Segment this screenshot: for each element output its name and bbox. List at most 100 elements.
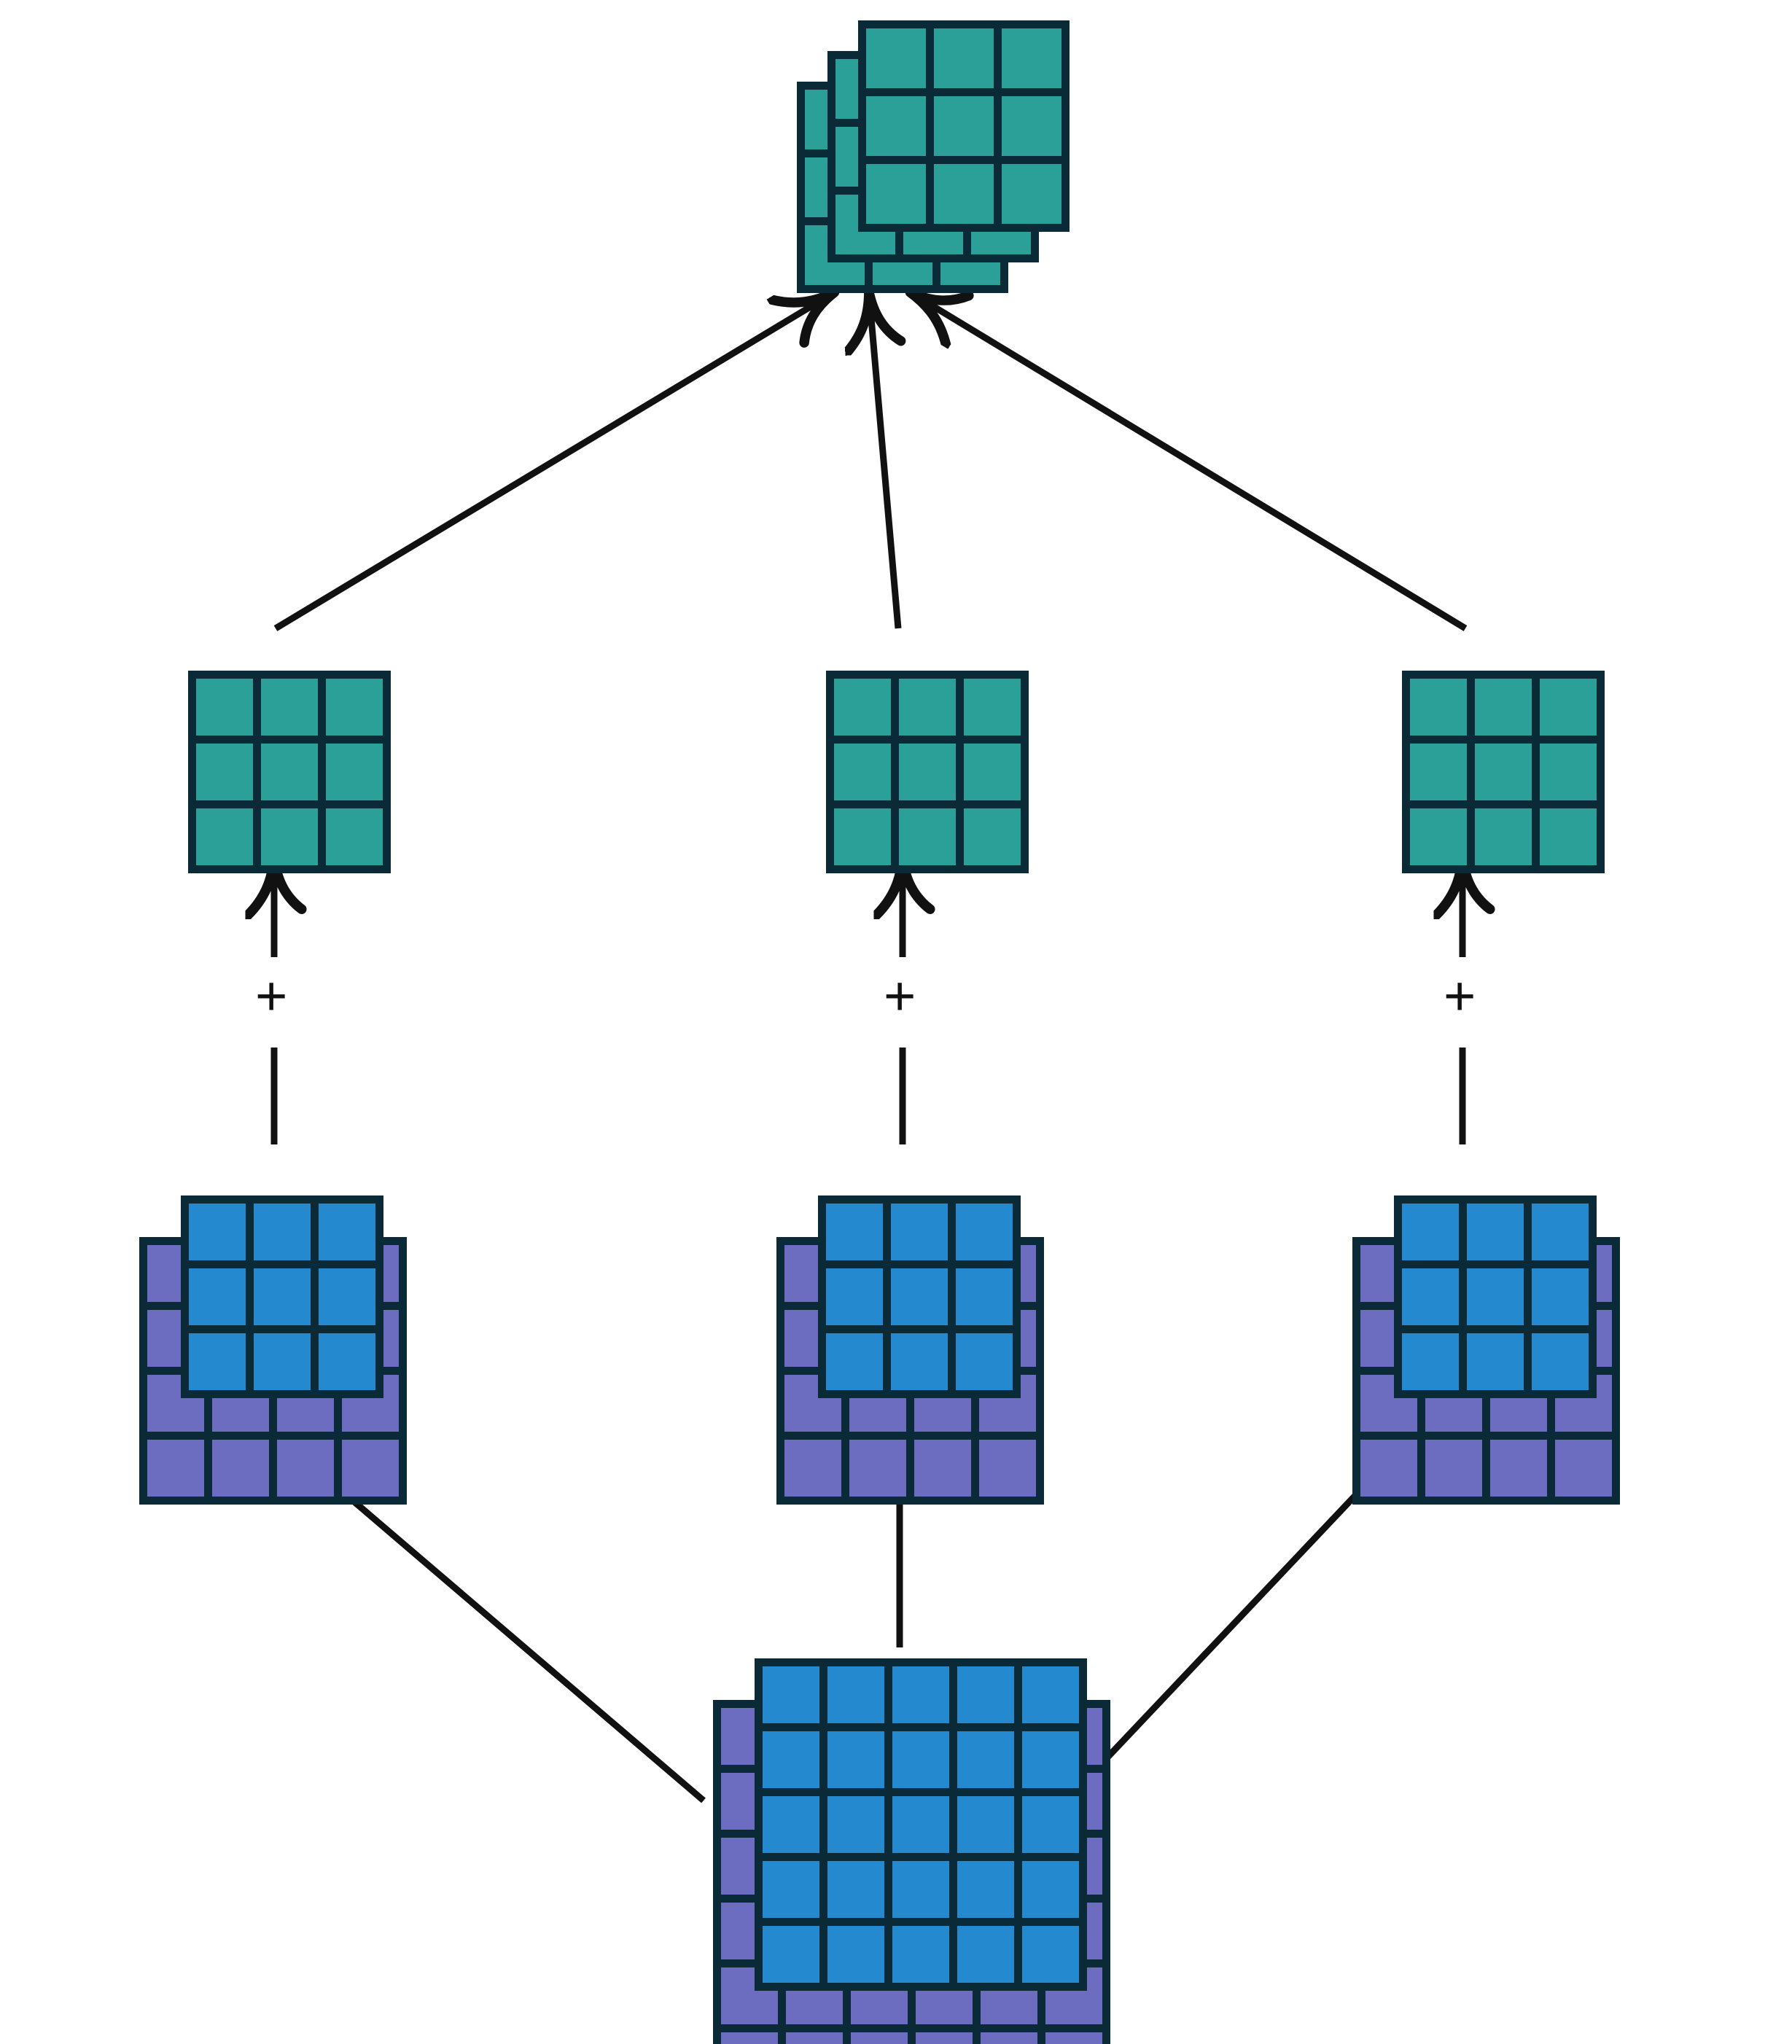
grid-cell — [1360, 1440, 1417, 1497]
grid-cell — [1532, 1268, 1589, 1325]
grid-cell — [326, 679, 383, 736]
grid-cell — [1022, 1731, 1079, 1788]
grid-cell — [1022, 1666, 1079, 1723]
grid-cell — [1002, 96, 1061, 156]
grid-cell — [196, 744, 253, 800]
grid-cell — [916, 2032, 973, 2044]
grid-cell — [319, 1333, 375, 1390]
grid-cell — [277, 1440, 334, 1497]
grid-cell — [326, 808, 383, 865]
grid-cell — [1022, 1861, 1079, 1918]
grid-cell — [892, 1666, 949, 1723]
grid-cell — [763, 1796, 819, 1853]
grid-cell — [1402, 1268, 1459, 1325]
grid-cell — [763, 1666, 819, 1723]
branch-output-grid-3 — [1402, 671, 1605, 873]
grid-cell — [254, 1204, 311, 1260]
arrow-branch3-to-output — [911, 293, 1468, 631]
grid-cell — [892, 1861, 949, 1918]
grid-cell — [934, 28, 994, 88]
grid-cell — [1410, 808, 1467, 865]
grid-cell — [1475, 808, 1532, 865]
grid-cell — [189, 1204, 246, 1260]
grid-cell — [261, 808, 318, 865]
grid-cell — [866, 28, 926, 88]
grid-cell — [147, 1440, 204, 1497]
grid-cell — [721, 2032, 778, 2044]
grid-cell — [956, 1333, 1013, 1390]
stack-layer-3 — [858, 20, 1070, 232]
grid-cell — [964, 679, 1021, 736]
grid-cell — [851, 2032, 908, 2044]
grid-cell — [196, 808, 253, 865]
grid-cell — [1467, 1333, 1524, 1390]
grid-cell — [957, 1861, 1014, 1918]
grid-cell — [827, 1731, 884, 1788]
grid-cell — [1555, 1440, 1612, 1497]
grid-cell — [964, 744, 1021, 800]
grid-cell — [892, 1796, 949, 1853]
grid-cell — [957, 1731, 1014, 1788]
arrow-branch2-to-output — [869, 293, 898, 629]
grid-cell — [786, 2032, 843, 2044]
grid-cell — [827, 1926, 884, 1983]
grid-cell — [866, 164, 926, 224]
grid-cell — [763, 1731, 819, 1788]
grid-cell — [261, 744, 318, 800]
grid-cell — [849, 1440, 906, 1497]
feature-grid — [181, 1195, 383, 1398]
grid-cell — [899, 679, 956, 736]
grid-cell — [866, 96, 926, 156]
grid-cell — [254, 1333, 311, 1390]
grid-cell — [834, 808, 891, 865]
grid-cell — [1540, 744, 1597, 800]
grid-cell — [834, 744, 891, 800]
plus-icon: + — [255, 965, 288, 1027]
grid-cell — [1425, 1440, 1482, 1497]
grid-cell — [1532, 1333, 1589, 1390]
grid-cell — [956, 1204, 1013, 1260]
grid-cell — [1410, 744, 1467, 800]
grid-cell — [899, 808, 956, 865]
grid-cell — [914, 1440, 971, 1497]
grid-cell — [891, 1204, 948, 1260]
feature-grid — [818, 1195, 1021, 1398]
grid-cell — [1475, 679, 1532, 736]
grid-cell — [763, 1926, 819, 1983]
grid-cell — [1490, 1440, 1547, 1497]
grid-cell — [326, 744, 383, 800]
grid-cell — [826, 1204, 883, 1260]
grid-cell — [1045, 2032, 1102, 2044]
grid-cell — [1475, 744, 1532, 800]
branch-output-grid-1 — [188, 671, 391, 873]
grid-cell — [1540, 679, 1597, 736]
grid-cell — [957, 1666, 1014, 1723]
grid-cell — [342, 1440, 399, 1497]
grid-cell — [1402, 1204, 1459, 1260]
grid-cell — [891, 1333, 948, 1390]
grid-cell — [196, 679, 253, 736]
grid-cell — [189, 1268, 246, 1325]
grid-cell — [1022, 1796, 1079, 1853]
grid-cell — [827, 1666, 884, 1723]
grid-cell — [1402, 1333, 1459, 1390]
grid-cell — [1022, 1926, 1079, 1983]
grid-cell — [784, 1440, 841, 1497]
grid-cell — [892, 1731, 949, 1788]
grid-cell — [212, 1440, 269, 1497]
grid-cell — [254, 1268, 311, 1325]
arrow-branch1-to-output — [273, 293, 833, 631]
grid-cell — [826, 1268, 883, 1325]
grid-cell — [979, 1440, 1036, 1497]
grid-cell — [1410, 679, 1467, 736]
plus-icon: + — [1444, 965, 1476, 1027]
grid-cell — [981, 2032, 1037, 2044]
grid-cell — [827, 1861, 884, 1918]
grid-cell — [1002, 28, 1061, 88]
grid-cell — [827, 1796, 884, 1853]
grid-cell — [964, 808, 1021, 865]
grid-cell — [934, 164, 994, 224]
grid-cell — [1532, 1204, 1589, 1260]
grid-cell — [957, 1926, 1014, 1983]
